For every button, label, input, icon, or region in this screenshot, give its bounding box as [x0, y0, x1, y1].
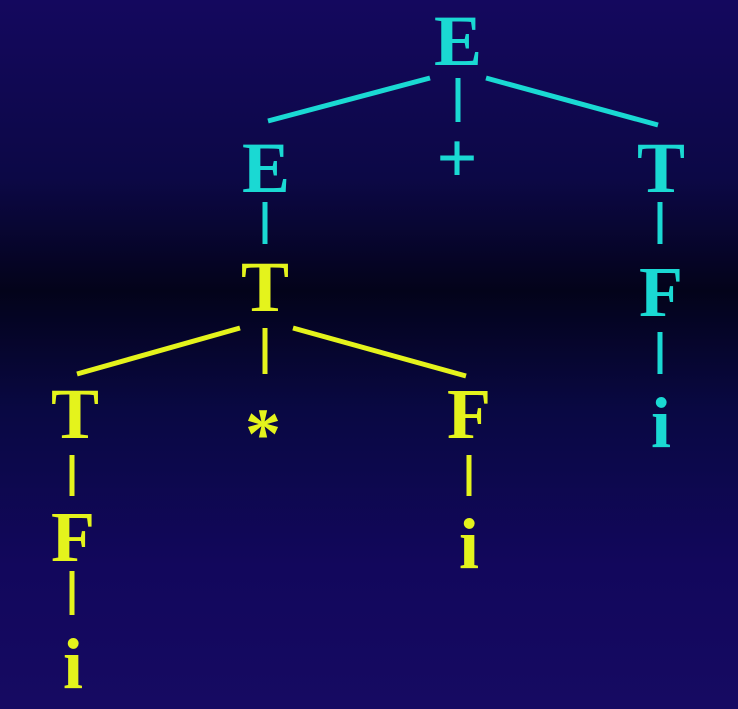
lower-nodes: T T * F F i i: [51, 247, 491, 704]
node-root-E: E: [434, 1, 482, 81]
node-left-F: F: [51, 497, 95, 577]
node-plus: +: [436, 118, 477, 198]
upper-nodes: E E + T F i: [242, 1, 685, 463]
node-left-i: i: [63, 624, 83, 704]
node-middle-T: T: [241, 247, 289, 327]
node-middle-i: i: [459, 504, 479, 584]
lower-edges: [69, 325, 472, 615]
edge-root-to-right-T: [485, 75, 659, 128]
node-star: *: [245, 394, 281, 474]
node-right-F: F: [639, 252, 683, 332]
node-right-T: T: [637, 128, 685, 208]
node-left-E: E: [242, 128, 290, 208]
node-middle-F: F: [447, 374, 491, 454]
node-right-i: i: [651, 383, 671, 463]
edge-root-to-left-E: [267, 75, 431, 124]
edge-T-to-left-T: [76, 325, 241, 377]
upper-edges: [262, 75, 663, 374]
node-left-T: T: [51, 374, 99, 454]
edge-T-to-F: [292, 325, 467, 379]
